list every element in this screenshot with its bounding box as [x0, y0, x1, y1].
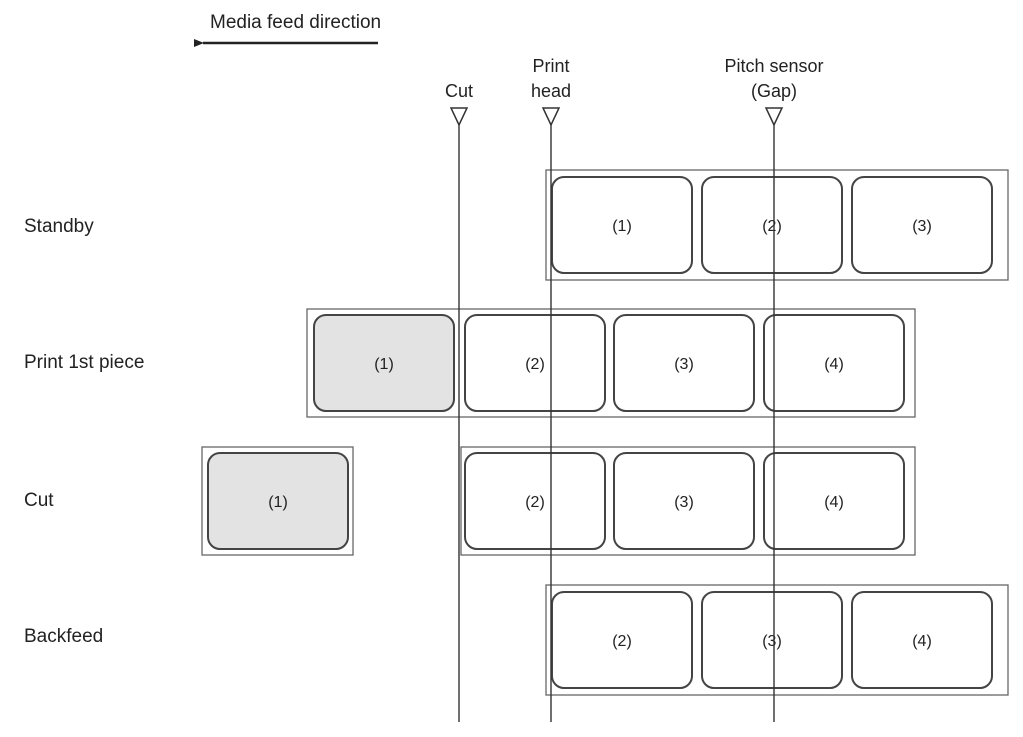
- label-piece: [551, 176, 693, 274]
- label-number: (1): [268, 494, 288, 511]
- label-piece: [613, 452, 755, 550]
- label-number: (1): [374, 356, 394, 373]
- label-piece: [613, 314, 755, 412]
- label-piece-printed: [207, 452, 349, 550]
- cut-position-marker: Cut: [445, 81, 473, 722]
- print-head-label-line1: Print: [532, 56, 569, 76]
- label-number: (2): [525, 356, 545, 373]
- label-number: (2): [612, 633, 632, 650]
- feed-direction-label: Media feed direction: [210, 12, 381, 33]
- label-piece: [551, 591, 693, 689]
- row-label-print-1st-piece: Print 1st piece: [24, 352, 144, 373]
- label-number: (2): [762, 218, 782, 235]
- row-label-backfeed: Backfeed: [24, 626, 103, 647]
- label-number: (3): [912, 218, 932, 235]
- cut-label: Cut: [445, 81, 473, 101]
- row-label-cut: Cut: [24, 490, 54, 511]
- label-piece: [464, 314, 606, 412]
- pitch-sensor-position-marker: Pitch sensor (Gap): [724, 56, 824, 722]
- label-number: (2): [525, 494, 545, 511]
- media-strip-backfeed: (2) (3) (4): [545, 584, 1009, 696]
- print-head-position-marker: Print head: [531, 56, 571, 722]
- pitch-sensor-label-line1: Pitch sensor: [724, 56, 823, 76]
- label-piece-printed: [313, 314, 455, 412]
- pitch-sensor-label-line2: (Gap): [751, 81, 797, 101]
- media-strip-cut: (2) (3) (4): [460, 446, 916, 556]
- cut-triangle-icon: [449, 107, 469, 127]
- print-head-label-line2: head: [531, 81, 571, 101]
- label-number: (1): [612, 218, 632, 235]
- label-number: (4): [824, 494, 844, 511]
- label-piece: [701, 591, 843, 689]
- print-head-triangle-icon: [541, 107, 561, 127]
- label-piece: [464, 452, 606, 550]
- label-number: (4): [912, 633, 932, 650]
- row-label-standby: Standby: [24, 216, 94, 237]
- cut-off-piece: (1): [201, 446, 354, 556]
- label-piece: [763, 452, 905, 550]
- label-piece: [763, 314, 905, 412]
- label-number: (3): [674, 356, 694, 373]
- media-strip-standby: (1) (2) (3): [545, 169, 1009, 281]
- label-piece: [851, 591, 993, 689]
- label-number: (3): [762, 633, 782, 650]
- media-strip-print-1st-piece: (1) (2) (3) (4): [306, 308, 916, 418]
- label-piece: [701, 176, 843, 274]
- label-piece: [851, 176, 993, 274]
- pitch-sensor-triangle-icon: [764, 107, 784, 127]
- label-number: (3): [674, 494, 694, 511]
- label-number: (4): [824, 356, 844, 373]
